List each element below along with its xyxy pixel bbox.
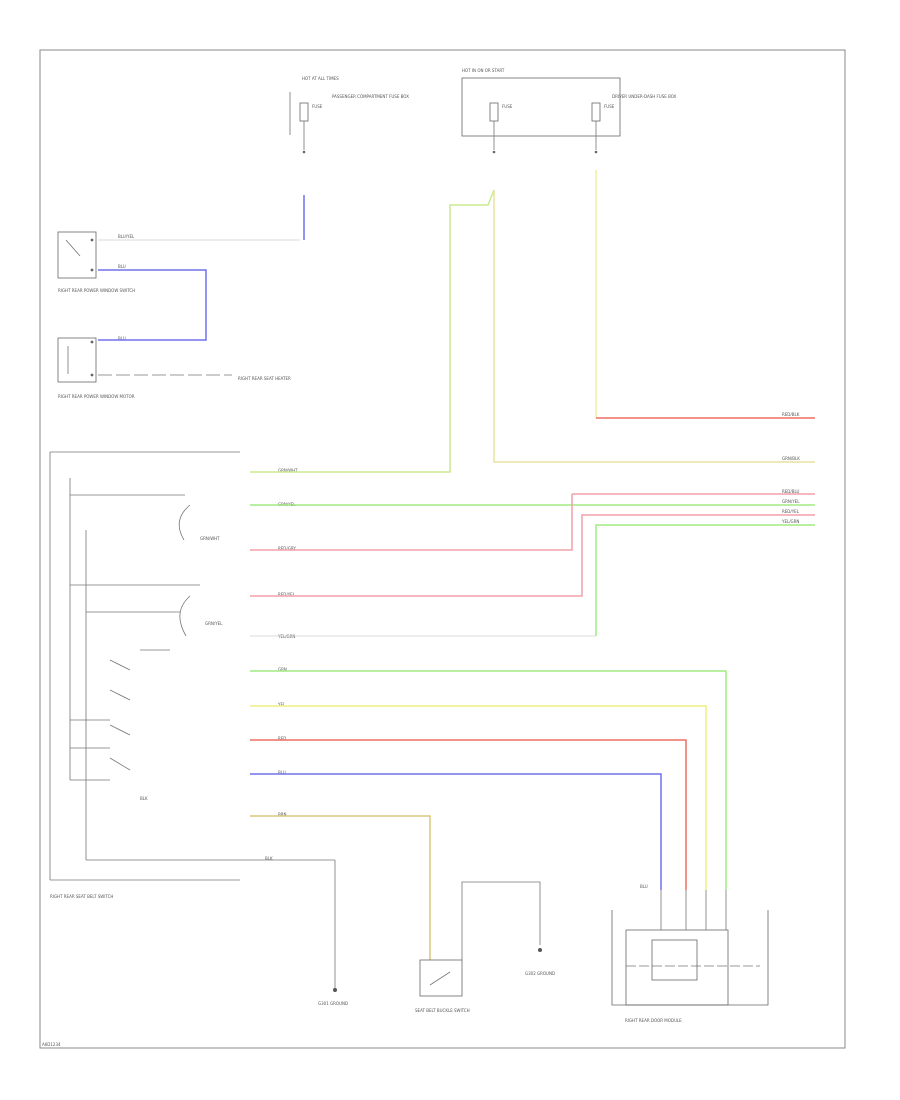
switch-block-label-2: GRN/YEL bbox=[205, 621, 223, 626]
fuse-2-name: FUSE bbox=[502, 104, 513, 109]
right-edge-labels: RED/BLK GRN/BLK RED/BLU GRN/YEL RED/YEL … bbox=[781, 412, 800, 524]
wire-tan-long bbox=[250, 815, 431, 960]
switch-1-label: RIGHT REAR POWER WINDOW SWITCH bbox=[58, 288, 135, 293]
door-module: BLU RIGHT REAR DOOR MODULE bbox=[611, 884, 769, 1023]
connector-row-labels: GRN/WHT GRN/YEL RED/GRY RED/YEL YEL/GRN … bbox=[265, 468, 298, 861]
ground-2: G302 GROUND bbox=[525, 948, 555, 976]
wire-pink-row3 bbox=[250, 514, 815, 597]
fuse-3-desc: DRIVER UNDER-DASH FUSE BOX bbox=[612, 94, 677, 99]
contact-switch-label: SEAT BELT BUCKLE SWITCH bbox=[415, 1008, 470, 1013]
svg-text:RED/YEL: RED/YEL bbox=[782, 509, 800, 514]
svg-text:BRN: BRN bbox=[278, 812, 287, 817]
svg-text:GRN/YEL: GRN/YEL bbox=[782, 499, 800, 504]
switch-block-label-3: BLK bbox=[140, 796, 148, 801]
switch-2-label: RIGHT REAR POWER WINDOW MOTOR bbox=[58, 394, 135, 399]
svg-text:YEL/GRN: YEL/GRN bbox=[277, 634, 295, 639]
svg-text:GRN/WHT: GRN/WHT bbox=[278, 468, 298, 473]
fuse-3-name: FUSE bbox=[604, 104, 615, 109]
wire-blue-left bbox=[98, 269, 207, 341]
svg-text:YEL/GRN: YEL/GRN bbox=[781, 519, 799, 524]
footer-code: A6D1234 bbox=[42, 1042, 61, 1047]
main-switch-assembly: GRN/WHT GRN/YEL BLK RIGHT REAR SEAT BELT… bbox=[49, 451, 335, 899]
svg-text:RED/GRY: RED/GRY bbox=[278, 546, 296, 551]
ground-1-label: G301 GROUND bbox=[318, 1001, 348, 1006]
left-switch-2: RIGHT REAR POWER WINDOW MOTOR bbox=[57, 337, 135, 399]
svg-text:BLU: BLU bbox=[278, 770, 286, 775]
wire-red-long bbox=[250, 739, 687, 890]
wire-yellow-long bbox=[250, 705, 707, 890]
wire-green-tan-1 bbox=[250, 189, 495, 473]
svg-text:RED/YEL: RED/YEL bbox=[278, 592, 296, 597]
diagram-frame bbox=[39, 49, 846, 1049]
svg-text:GRN: GRN bbox=[278, 667, 287, 672]
fuse-box-left-title: HOT AT ALL TIMES bbox=[302, 76, 339, 81]
module-pin-labels: BLU bbox=[640, 884, 648, 889]
wire-gray-down-2 bbox=[461, 881, 541, 960]
fuse-1-desc: PASSENGER COMPARTMENT FUSE BOX bbox=[332, 94, 409, 99]
fuse-box-right-title: HOT IN ON OR START bbox=[462, 68, 505, 73]
svg-text:BLK: BLK bbox=[265, 856, 273, 861]
switch-3-label: RIGHT REAR SEAT HEATER bbox=[238, 376, 291, 381]
left-switch-1: RIGHT REAR POWER WINDOW SWITCH bbox=[57, 231, 135, 293]
wire-green-row4 bbox=[595, 524, 815, 636]
fuse-1-name: FUSE bbox=[312, 104, 323, 109]
wire-blue-long bbox=[250, 773, 662, 890]
svg-text:RED: RED bbox=[278, 736, 286, 741]
wire-label-2: BLU bbox=[118, 336, 126, 341]
ground-2-label: G302 GROUND bbox=[525, 971, 555, 976]
fuse-box-left: HOT AT ALL TIMES FUSE PASSENGER COMPARTM… bbox=[289, 76, 409, 154]
switch-block-label-1: GRN/WHT bbox=[200, 536, 220, 541]
wire-green-long bbox=[250, 670, 727, 890]
bottom-switch-label: RIGHT REAR SEAT BELT SWITCH bbox=[50, 894, 113, 899]
seat-belt-switch: SEAT BELT BUCKLE SWITCH bbox=[415, 959, 470, 1013]
wire-label-1: BLU bbox=[118, 264, 126, 269]
svg-text:YEL: YEL bbox=[277, 702, 286, 707]
svg-text:RED/BLK: RED/BLK bbox=[782, 412, 800, 417]
ground-1: G301 GROUND bbox=[318, 988, 348, 1006]
wire-pink-row2 bbox=[250, 494, 573, 551]
svg-text:RED/BLU: RED/BLU bbox=[782, 489, 800, 494]
fuse-box-right: HOT IN ON OR START FUSE FUSE DRIVER UNDE… bbox=[461, 68, 677, 154]
wire-label-0: BLU/YEL bbox=[118, 234, 135, 239]
wire-yellow-tan-2 bbox=[493, 190, 815, 463]
svg-text:GRN/BLK: GRN/BLK bbox=[782, 456, 800, 461]
module-label: RIGHT REAR DOOR MODULE bbox=[625, 1018, 682, 1023]
